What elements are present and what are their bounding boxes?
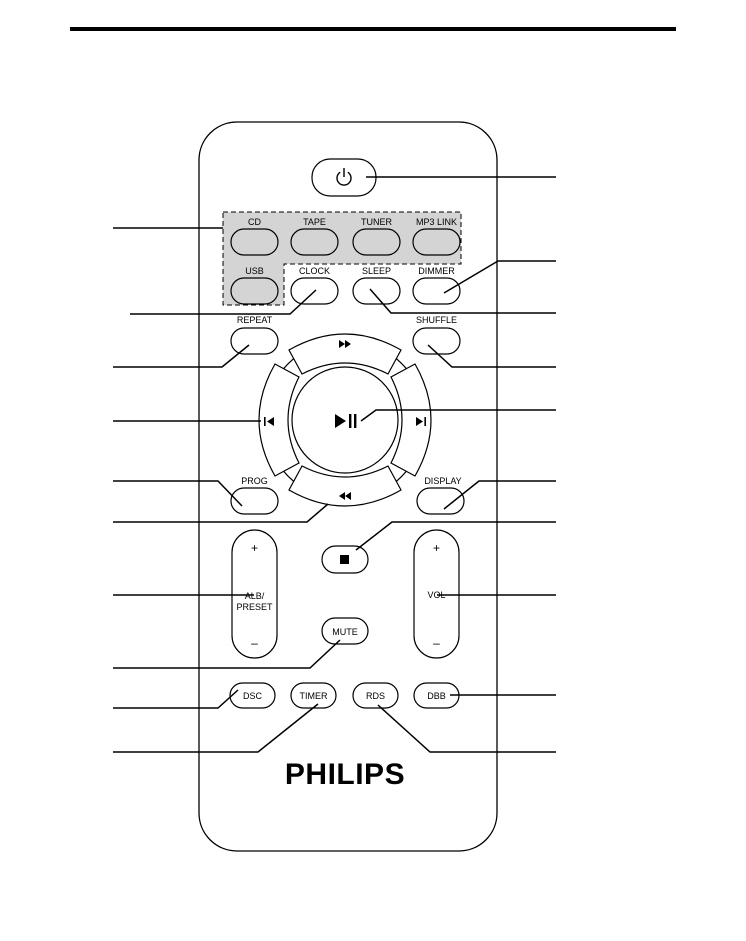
clock-label: CLOCK: [299, 266, 330, 276]
dbb-label: DBB: [427, 691, 446, 701]
rewind-icon: [339, 492, 351, 500]
dsc-label: DSC: [243, 691, 263, 701]
tuner-label: TUNER: [361, 217, 392, 227]
callout-timer: [113, 703, 319, 753]
shuffle-label: SHUFFLE: [416, 315, 457, 325]
mp3link-label: MP3 LINK: [416, 217, 457, 227]
dimmer-button[interactable]: [412, 277, 461, 305]
usb-label: USB: [245, 266, 264, 276]
fast-forward-icon: [339, 340, 351, 348]
vol-plus: +: [433, 541, 440, 555]
alb-preset-label-2: PRESET: [236, 602, 273, 612]
alb-preset-plus: +: [251, 541, 258, 555]
alb-preset-minus: –: [251, 636, 258, 650]
repeat-button[interactable]: [230, 327, 279, 355]
dimmer-label: DIMMER: [418, 266, 455, 276]
prog-button[interactable]: [230, 487, 279, 515]
display-label: DISPLAY: [424, 476, 461, 486]
callout-clock: [130, 289, 317, 315]
tape-label: TAPE: [303, 217, 326, 227]
alb-preset-label-1: ALB/: [245, 591, 265, 601]
rewind-button[interactable]: [288, 465, 402, 507]
callout-dsc: [113, 689, 239, 709]
prev-button[interactable]: [258, 363, 300, 477]
ffwd-button[interactable]: [288, 333, 402, 375]
shuffle-button[interactable]: [412, 327, 461, 355]
cd-button[interactable]: [230, 228, 279, 256]
play-pause-button[interactable]: [291, 366, 399, 474]
brand-logo: PHILIPS: [285, 758, 405, 791]
previous-icon: [264, 417, 274, 426]
usb-button[interactable]: [230, 277, 279, 305]
callout-mute: [113, 639, 341, 669]
tuner-button[interactable]: [352, 228, 401, 256]
callout-shuffle: [427, 344, 556, 368]
stop-icon: [340, 555, 349, 564]
vol-minus: –: [433, 636, 440, 650]
rds-label: RDS: [366, 691, 385, 701]
vol-rocker[interactable]: [413, 529, 460, 659]
callout-rds: [377, 704, 556, 753]
play-pause-icon: [335, 414, 357, 428]
callout-play-pause: [360, 409, 556, 422]
repeat-label: REPEAT: [237, 315, 273, 325]
mute-button[interactable]: [321, 617, 369, 645]
callout-rewind: [113, 503, 329, 523]
prog-label: PROG: [241, 476, 268, 486]
mute-label: MUTE: [332, 627, 358, 637]
display-button[interactable]: [416, 487, 465, 515]
callout-dimmer: [443, 260, 556, 294]
sleep-label: SLEEP: [362, 266, 391, 276]
callout-display: [443, 480, 556, 510]
cd-label: CD: [248, 217, 261, 227]
source-group-area: [222, 211, 462, 306]
dsc-button[interactable]: [229, 682, 276, 709]
callout-prog: [113, 480, 243, 507]
sleep-button[interactable]: [352, 277, 401, 305]
next-icon: [416, 417, 426, 426]
rds-button[interactable]: [352, 682, 399, 709]
callout-stop: [355, 521, 556, 551]
tape-button[interactable]: [290, 228, 339, 256]
header-rule: [70, 27, 676, 31]
power-icon: [336, 168, 352, 186]
next-button[interactable]: [390, 363, 432, 477]
callout-sleep: [369, 288, 556, 314]
callout-repeat: [113, 344, 250, 368]
vol-label: VOL: [427, 590, 445, 600]
timer-label: TIMER: [300, 691, 328, 701]
mp3link-button[interactable]: [412, 228, 461, 256]
alb-preset-rocker[interactable]: [231, 529, 278, 659]
